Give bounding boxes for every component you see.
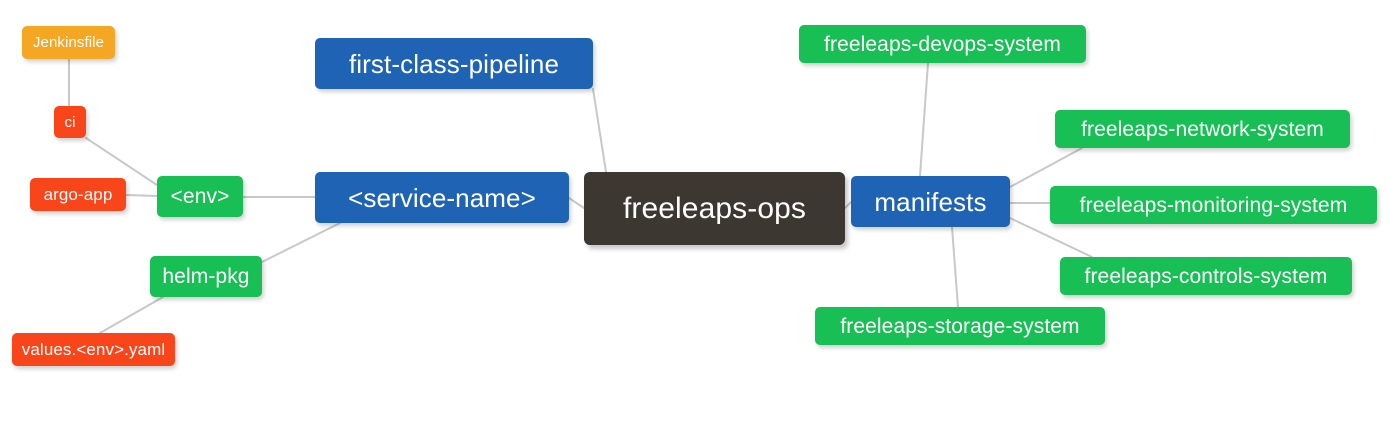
edge-manifests-to-freeleaps-devops-system (919, 62, 929, 177)
node-freeleaps-controls-system[interactable]: freeleaps-controls-system (1060, 257, 1352, 295)
node-values-env-yaml[interactable]: values.<env>.yaml (12, 333, 175, 366)
node-freeleaps-storage-system[interactable]: freeleaps-storage-system (815, 307, 1105, 345)
node-freeleaps-devops-system[interactable]: freeleaps-devops-system (799, 25, 1086, 63)
node-env[interactable]: <env> (157, 176, 243, 217)
node-helm-pkg[interactable]: helm-pkg (150, 256, 262, 297)
edge-helm-pkg-to-values-env-yaml (99, 296, 164, 334)
edge-service-name-to-helm-pkg (261, 222, 341, 263)
node-manifests[interactable]: manifests (851, 176, 1010, 227)
node-jenkinsfile[interactable]: Jenkinsfile (22, 26, 115, 59)
node-argo-app[interactable]: argo-app (30, 178, 126, 211)
node-freeleaps-monitoring-system[interactable]: freeleaps-monitoring-system (1050, 186, 1377, 224)
node-service-name[interactable]: <service-name> (315, 172, 569, 223)
edge-env-to-argo-app (125, 194, 158, 197)
edge-freeleaps-ops-to-first-class-pipeline (592, 88, 607, 173)
edge-manifests-to-freeleaps-network-system (1009, 147, 1083, 188)
node-freeleaps-ops[interactable]: freeleaps-ops (584, 172, 845, 245)
edge-manifests-to-freeleaps-storage-system (951, 226, 959, 308)
node-first-class-pipeline[interactable]: first-class-pipeline (315, 38, 593, 89)
node-freeleaps-network-system[interactable]: freeleaps-network-system (1055, 110, 1350, 148)
node-ci[interactable]: ci (54, 106, 86, 138)
edge-freeleaps-ops-to-service-name (568, 197, 585, 209)
